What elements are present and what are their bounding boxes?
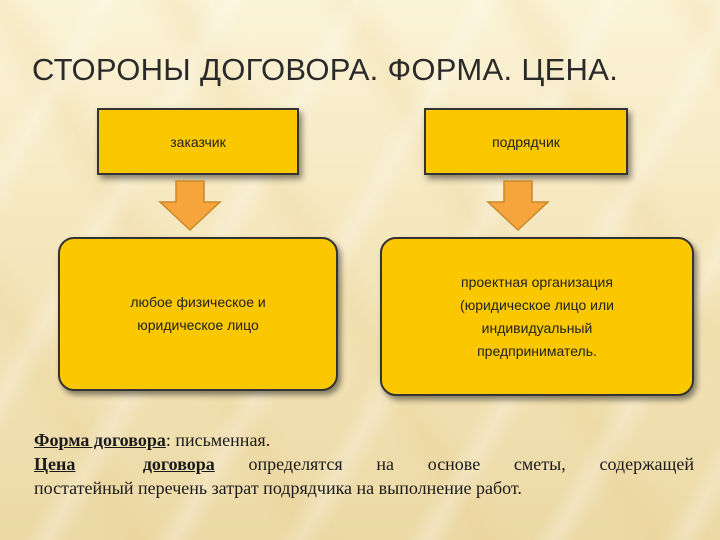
customer-description-box: любое физическое и юридическое лицо bbox=[58, 237, 338, 391]
arrow-down-icon bbox=[158, 180, 222, 232]
contractor-label: подрядчик bbox=[492, 133, 560, 150]
price-line: Цена договора определятся на основе смет… bbox=[34, 452, 694, 476]
contractor-description-box: проектная организация (юридическое лицо … bbox=[380, 237, 694, 396]
customer-box: заказчик bbox=[97, 108, 299, 175]
price-term-1: Цена bbox=[34, 454, 76, 474]
contractor-desc-line: предприниматель. bbox=[477, 342, 597, 359]
contractor-box: подрядчик bbox=[424, 108, 628, 175]
contract-terms-text: Форма договора: письменная. Цена договор… bbox=[34, 428, 694, 500]
form-value: : письменная. bbox=[165, 430, 271, 450]
arrow-down-icon bbox=[486, 180, 550, 232]
price-description: определятся на основе сметы, содержащей bbox=[214, 454, 694, 474]
contractor-desc-line: индивидуальный bbox=[481, 319, 593, 336]
contractor-desc-line: (юридическое лицо или bbox=[460, 296, 614, 313]
price-term-2: договора bbox=[142, 454, 215, 474]
contractor-desc-line: проектная организация bbox=[461, 273, 613, 290]
customer-label: заказчик bbox=[170, 133, 226, 150]
price-line-continuation: постатейный перечень затрат подрядчика н… bbox=[34, 478, 522, 498]
form-term: Форма договора bbox=[34, 430, 166, 450]
form-line: Форма договора: письменная. bbox=[34, 428, 694, 452]
customer-desc-line: юридическое лицо bbox=[137, 317, 259, 333]
customer-desc-line: любое физическое и bbox=[130, 294, 266, 310]
slide-title: СТОРОНЫ ДОГОВОРА. ФОРМА. ЦЕНА. bbox=[32, 52, 619, 87]
